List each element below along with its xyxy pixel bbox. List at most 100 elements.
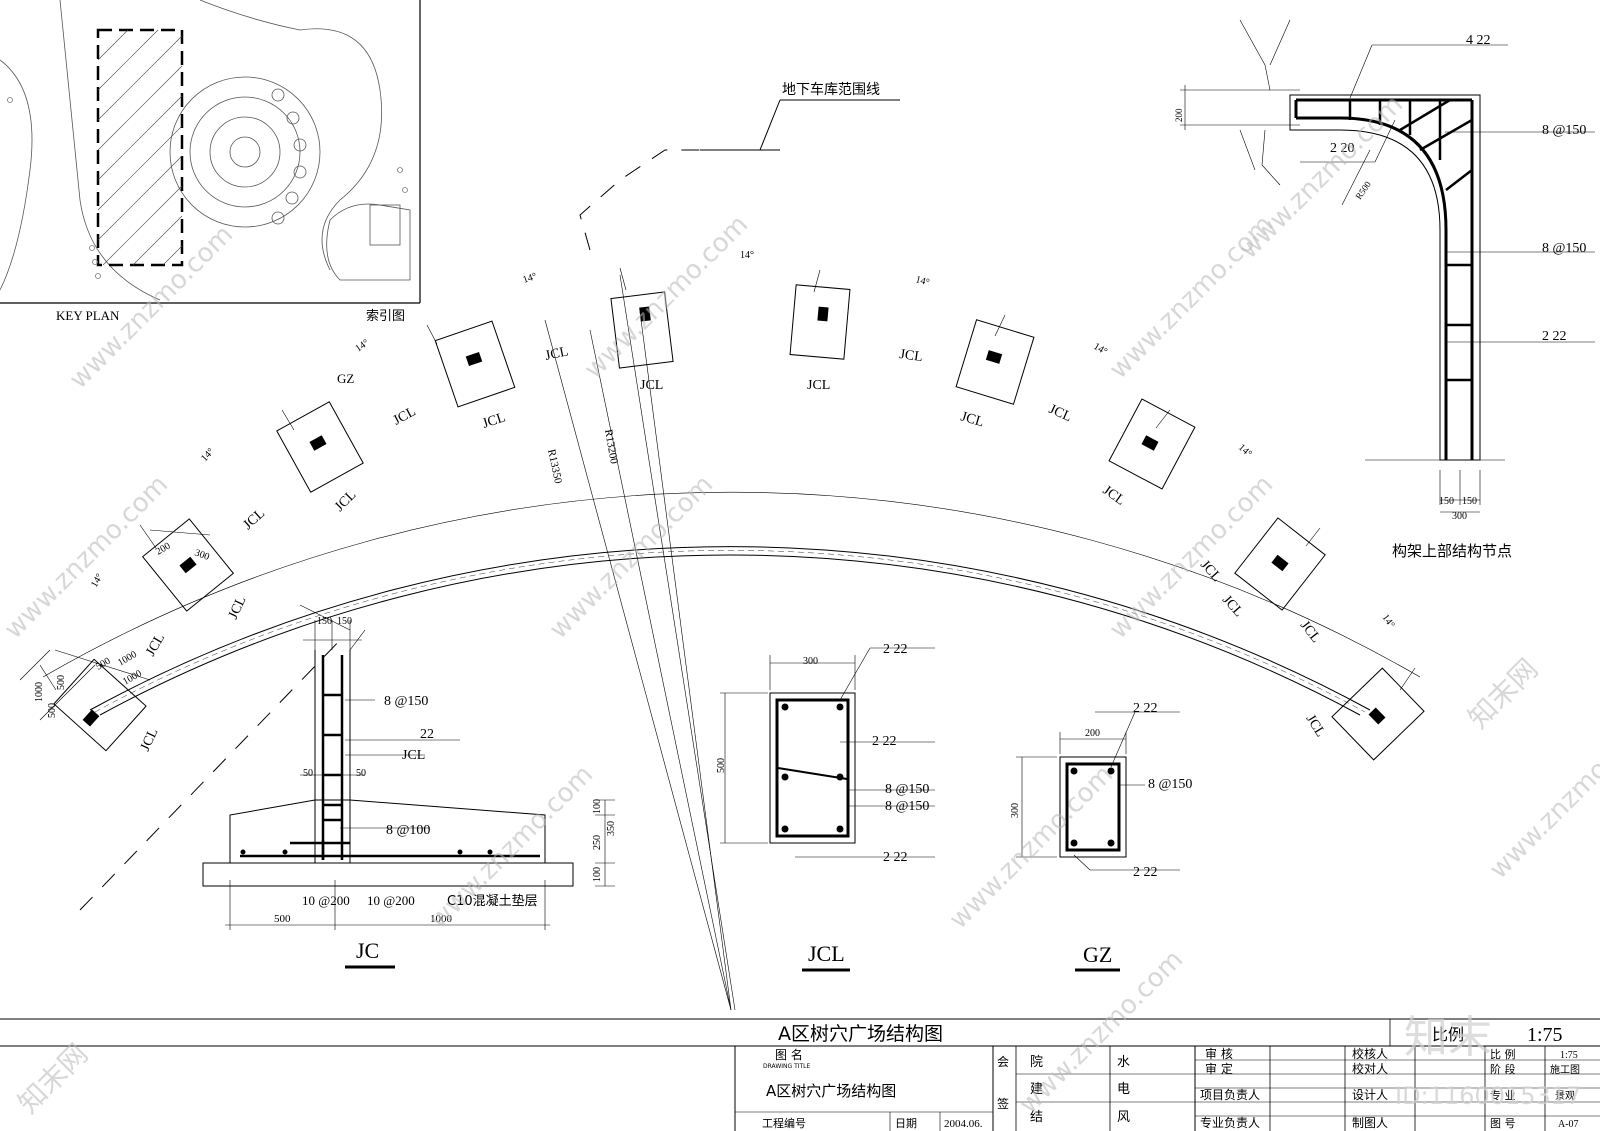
jiao-dui: 校对人 [1352,1061,1388,1076]
xiang-mu: 项目负责人 [1200,1088,1260,1102]
arc-labels: 14° 14° 14° 14° 14° 14° 14° 14° 14° R133… [34,250,1397,754]
bi-li-value: 1:75 [1560,1050,1578,1061]
beam-label: JCL [898,347,923,365]
dim-label: 500 [47,703,58,718]
angle-label: 14° [1236,442,1254,460]
name-en: DRAWING TITLE [763,1063,811,1070]
yuan: 院 [1030,1055,1043,1070]
dim-label: 200 [154,541,172,558]
node-detail-title: 构架上部结构节点 [1392,542,1512,560]
tu-hao-value: A-07 [1558,1119,1579,1130]
scale-value: 1:75 [1527,1024,1563,1046]
beam-label: JCL [807,378,830,393]
top-bar-label: 2 22 [883,642,908,657]
dim-label: 500 [94,656,112,673]
qian: 签 [997,1096,1009,1111]
radius-outer-label: R13350 [545,448,564,485]
watermark-logo: 知末 [1404,1012,1492,1063]
key-plan-label-cn: 索引图 [366,309,405,324]
top-bar-label: 4 22 [1466,33,1491,48]
bottom-bar-label: 10 @200 [367,893,415,908]
jie-duan: 阶 段 [1490,1062,1516,1076]
jcl-height: 500 [716,758,727,773]
date-label: 日期 [895,1117,917,1130]
drawing-title-band: A区树穴广场结构图 [778,1023,943,1045]
garage-boundary-line [79,99,900,911]
beam-label: JCL [1297,618,1323,646]
dim-100: 100 [592,867,603,882]
dim-label: 1000 [34,682,45,702]
angle-label: 14° [353,337,371,354]
jcl-detail [720,647,935,972]
gz-height: 300 [1010,803,1021,818]
name-cn: 图 名 [775,1047,803,1062]
jie: 结 [1030,1110,1043,1125]
she-ji: 设计人 [1352,1088,1388,1102]
zhuan-ye-2-value: 景观 [1555,1090,1575,1102]
dim-label: 1000 [116,649,139,669]
watermark-id: ID:1160015317 [1395,1082,1581,1110]
watermark-cn: 知末网 [12,1037,95,1120]
dim-100: 100 [592,799,603,814]
gz-detail [1016,711,1180,972]
side-bar-label: 2 22 [1542,329,1567,344]
beam-label: JCL [1219,593,1246,620]
stirrup-label: 8 @150 [1542,241,1586,256]
jcl-width: 300 [803,656,818,667]
beam-label: JCL [640,378,663,393]
angle-label: 14° [914,274,930,288]
column-label: GZ [337,371,354,386]
node-detail-labels: 4 22 2 20 8 @150 8 @150 2 22 R500 200 15… [1174,33,1586,560]
dim-label: 1000 [121,668,144,688]
jc-detail [202,620,615,969]
dim-50: 50 [356,768,366,779]
dian: 电 [1117,1082,1130,1097]
bottom-bar-label: 2 22 [883,850,908,865]
gz-width: 200 [1085,728,1100,739]
dim-label: 300 [193,547,211,562]
dim-150: 150 [1462,496,1477,507]
beam-label: JCL [481,410,508,431]
stirrup-label: 8 @150 [384,694,428,709]
tu-hao: 图 号 [1490,1117,1516,1130]
watermark-text: www.znzmo.com [1104,470,1279,645]
angle-label: 14° [1092,341,1110,358]
stirrup-label: 8 @150 [885,782,929,797]
beam-label: JCL [1100,483,1128,509]
feng: 风 [1117,1110,1130,1125]
garage-line-label: 地下车库范围线 [782,81,880,98]
top-bar-label: 2 22 [1133,701,1158,716]
jc-title: JC [356,938,379,963]
angle-label: 14° [522,271,539,286]
dim-50: 50 [303,768,313,779]
jiao-he: 校核人 [1352,1046,1388,1061]
bar-label: 22 [420,727,434,742]
jcl-title: JCL [808,941,845,966]
angle-label: 14° [1380,612,1397,630]
watermark-text: www.znzmo.com [579,210,754,385]
beam-label: JCL [138,726,161,753]
dim-150: 150 [317,616,332,627]
cushion-label: C10混凝土垫层 [447,893,538,909]
angle-label: 14° [740,250,754,261]
date-value: 2004.06. [944,1118,983,1130]
drawing-name: A区树穴广场结构图 [766,1082,896,1100]
bi-li: 比 例 [1490,1047,1516,1061]
beam-label: JCL [959,409,986,430]
bottom-bar-label: 2 22 [1133,865,1158,880]
shen-he: 审 核 [1205,1046,1233,1061]
title-block [0,1018,1600,1131]
beam-label: JCL [391,404,419,428]
key-plan-label-en: KEY PLAN [56,308,120,323]
dim-150: 150 [337,616,352,627]
key-plan [0,0,421,304]
dim-350: 350 [606,821,617,836]
stirrup-label: 8 @150 [885,799,929,814]
beam-label: JCL [241,506,268,533]
dim-200: 200 [1174,108,1184,122]
gz-detail-labels: 200 300 2 22 8 @150 2 22 GZ [1010,701,1192,967]
shen-ding: 审 定 [1205,1061,1233,1076]
beam-label: JCL [1303,712,1328,740]
dim-300: 300 [1452,511,1467,522]
dim-500: 500 [274,913,291,925]
